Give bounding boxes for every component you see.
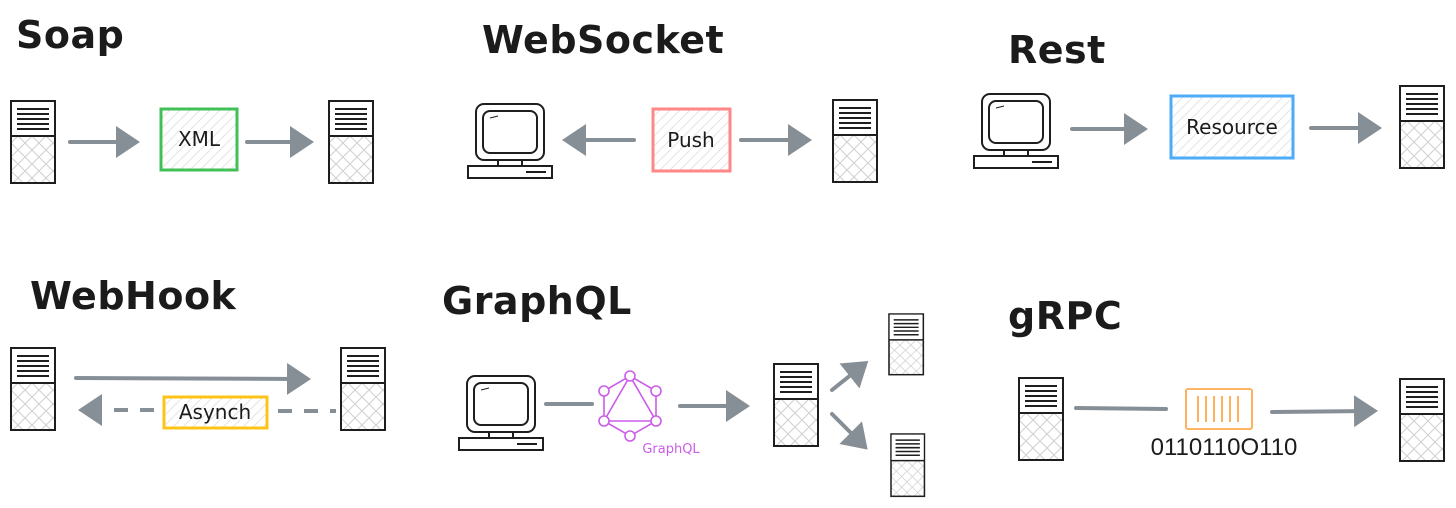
server-icon [888,313,925,376]
section-soap: Soap XML [10,13,374,184]
binary-container-icon [1185,388,1253,430]
section-graphql: GraphQL GraphQL [442,279,926,498]
section-websocket: WebSocket Push [467,18,878,183]
resource-box-label: Resource [1186,115,1278,139]
asynch-box-label: Asynch [179,400,251,424]
arrow-icon [74,362,311,395]
section-title-soap: Soap [16,13,124,57]
computer-icon [467,103,553,179]
server-icon [10,347,56,431]
xml-box: XML [159,107,239,172]
push-box: Push [651,107,732,173]
arrow-icon [830,361,869,392]
server-icon [1399,85,1445,169]
computer-icon [458,375,544,451]
server-icon [773,363,819,447]
section-grpc: gRPC 0110110O110 [1008,294,1445,462]
binary-data-label: 0110110O110 [1151,434,1298,461]
connector-line [1074,406,1168,411]
server-icon [1018,377,1064,461]
asynch-box: Asynch [162,395,269,430]
section-title-webhook: WebHook [30,274,237,318]
server-icon [1399,378,1445,462]
server-icon [10,100,56,184]
computer-icon [973,93,1059,169]
section-title-grpc: gRPC [1008,294,1122,338]
server-icon [832,99,878,183]
graphql-logo-icon [598,370,662,442]
server-icon [328,100,374,184]
resource-box: Resource [1169,94,1295,160]
arrow-icon [1270,395,1378,428]
server-icon [340,347,386,431]
server-icon [890,433,926,498]
section-rest: Rest Resource [973,28,1445,169]
section-title-graphql: GraphQL [442,279,632,323]
arrow-icon [830,412,868,450]
section-title-websocket: WebSocket [482,18,724,62]
push-box-label: Push [667,128,714,152]
section-title-rest: Rest [1008,28,1106,72]
graphql-logo-label: GraphQL [642,442,700,457]
section-webhook: WebHook Asynch [10,274,386,431]
xml-box-label: XML [178,127,221,151]
